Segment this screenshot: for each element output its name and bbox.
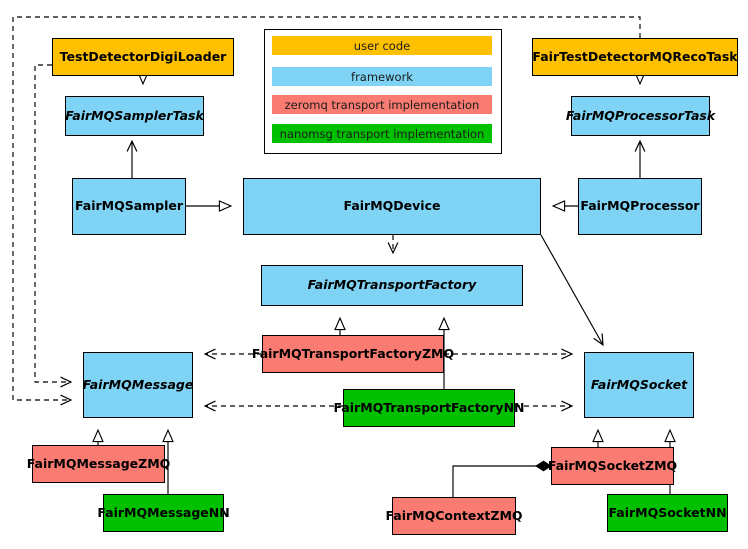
edge-contextzmq-socketzmq — [452, 460, 552, 497]
class-node-fairmqsampler[interactable]: FairMQSampler — [72, 178, 186, 235]
class-node-fairmqtransportfactorynn[interactable]: FairMQTransportFactoryNN — [334, 389, 525, 427]
class-node-fairmqmessage[interactable]: FairMQMessage — [83, 352, 193, 418]
class-node-fairmqsocket[interactable]: FairMQSocket — [584, 352, 694, 418]
edge-recotask-message — [12, 16, 641, 406]
class-node-fairmqprocessor[interactable]: FairMQProcessor — [578, 178, 702, 235]
edge-digiloader-message — [34, 64, 73, 388]
class-node-fairmqtransportfactoryzmq[interactable]: FairMQTransportFactoryZMQ — [252, 335, 454, 373]
class-node-testdetectordigiloader[interactable]: TestDetectorDigiLoader — [52, 38, 234, 76]
legend-item-2: zeromq transport implementation — [272, 95, 492, 114]
class-node-fairmqmessagezmq[interactable]: FairMQMessageZMQ — [27, 445, 170, 483]
class-node-fairmqsocketnn[interactable]: FairMQSocketNN — [607, 494, 728, 532]
legend-item-3: nanomsg transport implementation — [272, 124, 492, 143]
class-node-fairmqprocessortask[interactable]: FairMQProcessorTask — [566, 96, 715, 136]
class-node-fairmqtransportfactory[interactable]: FairMQTransportFactory — [261, 265, 523, 306]
edge-device-socket — [540, 234, 604, 347]
class-node-fairmqcontextzmq[interactable]: FairMQContextZMQ — [385, 497, 523, 535]
class-node-fairmqdevice[interactable]: FairMQDevice — [243, 178, 541, 235]
class-node-fairmqsocketzmq[interactable]: FairMQSocketZMQ — [548, 447, 677, 485]
class-node-fairmqmessagenn[interactable]: FairMQMessageNN — [97, 494, 230, 532]
legend-item-0: user code — [272, 36, 492, 55]
class-node-fairmqsamplertask[interactable]: FairMQSamplerTask — [65, 96, 204, 136]
legend-item-1: framework — [272, 67, 492, 86]
class-node-fairtestdetectormqrecotask[interactable]: FairTestDetectorMQRecoTask — [532, 38, 738, 76]
